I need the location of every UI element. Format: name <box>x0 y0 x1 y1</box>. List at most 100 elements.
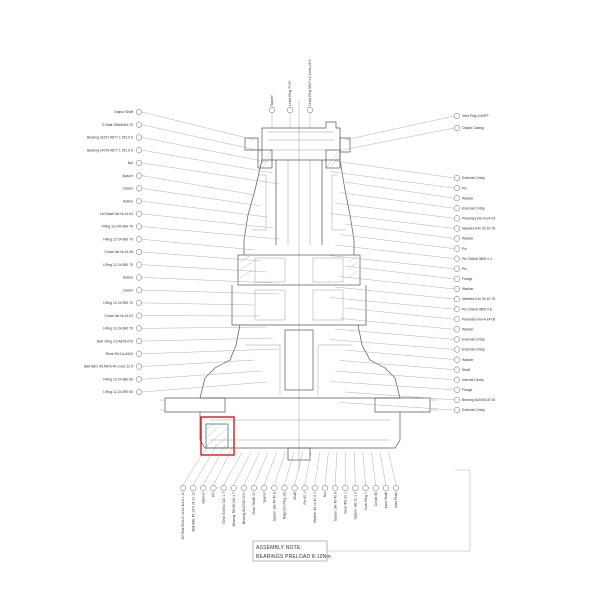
left-callout-label: I-Ring 12-24 890 70 <box>103 237 133 241</box>
bottom-callout-bubble <box>230 484 237 492</box>
right-callout-bubble <box>453 396 461 403</box>
left-callout-bubble <box>135 388 143 396</box>
right-leader-line <box>339 318 455 330</box>
right-callout-bubble <box>453 235 461 242</box>
top-callout-bubble <box>268 106 276 114</box>
seal-detail-highlight <box>200 416 235 456</box>
left-callout-label: O-Seal 288x4084-70 <box>102 123 133 127</box>
right-leader-line <box>344 181 455 199</box>
left-callout-bubble <box>135 325 143 332</box>
left-leader-line <box>141 111 256 141</box>
left-leader-line <box>141 213 274 229</box>
gearbox-cross-section <box>160 100 438 470</box>
bottom-callout-label: Nut <box>323 492 327 497</box>
left-callout-label: I-Ring 12-24 890 60 <box>103 377 133 381</box>
right-callout-bubble <box>453 376 461 383</box>
bottom-callout-bubble <box>372 484 379 492</box>
bottom-callout-bubble <box>220 484 227 492</box>
right-callout-label: External Circlip <box>462 176 485 180</box>
left-callout-label: Bearing 32227 A877.1 251 6 6 <box>87 136 133 140</box>
right-callout-bubble <box>453 112 461 120</box>
right-callout-label: Needles 04x 03 10-75 <box>462 297 495 301</box>
bottom-callout-bubble <box>210 484 217 492</box>
left-callout-bubble <box>135 338 143 345</box>
right-leader-line <box>329 381 455 391</box>
right-callout-label: Bearing 6x2008 00 30 <box>462 398 495 402</box>
left-callout-label: Bearing 14079 A877.1 251 6 6 <box>87 148 133 152</box>
left-callout-label: Output Shaft <box>114 110 133 114</box>
bottom-callout-label: Spacer 18x 20 1 2 <box>354 492 358 520</box>
right-callout-bubble <box>453 316 461 323</box>
right-callout-label: Planetary Ne+A.x4-03 <box>462 217 495 221</box>
left-leader-line <box>141 348 280 355</box>
left-callout-label: Carrier <box>123 288 134 292</box>
right-callout-label: Pin <box>462 186 467 190</box>
right-callout-bubble <box>453 255 461 262</box>
right-leader-line <box>344 349 455 360</box>
left-leader-line <box>141 124 262 152</box>
right-leader-line <box>334 202 455 219</box>
bottom-callout-bubble <box>250 484 258 492</box>
bottom-callout-bubble <box>190 484 197 492</box>
left-callout-bubble <box>135 376 143 383</box>
bottom-leader-line <box>334 451 338 486</box>
bottom-leader-line <box>274 451 286 486</box>
left-callout-bubble <box>135 223 143 230</box>
note-line-2: BEARINGS PRELOAD 8-10Nm <box>256 554 331 560</box>
left-callout-bubble <box>135 134 143 141</box>
right-callout-label: Flange <box>462 388 472 392</box>
left-leader-line <box>141 200 268 218</box>
right-callout-bubble <box>453 185 461 192</box>
right-callout-bubble <box>453 245 461 252</box>
bottom-leader-line <box>192 444 217 486</box>
right-callout-bubble <box>453 366 461 373</box>
left-callout-label: Nut <box>128 161 133 165</box>
left-callout-bubble <box>135 287 143 294</box>
bottom-callout-bubble <box>281 484 288 492</box>
bottom-leader-line <box>223 451 243 486</box>
top-callout-label: Spacer <box>270 94 274 106</box>
right-callout-label: External Circlip <box>462 338 485 342</box>
left-callout-label: I-Ring 12-24 890 70 <box>103 327 133 331</box>
right-callout-label: External Circlip <box>462 408 485 412</box>
bottom-callout-label: Bearing 6x2008 0000 <box>242 492 246 524</box>
bottom-callout-label: Pin <box>212 492 216 497</box>
right-callout-label: Pin Ch8x8 0805 0 8 <box>462 307 492 311</box>
bottom-callout-label: Bearing 78049 240 1 7 <box>232 492 236 526</box>
bottom-callout-bubble <box>311 484 318 492</box>
bottom-callout-label: Oil Seal 90x110 x12x 4x14 x 10 <box>181 492 185 540</box>
right-leader-line <box>339 234 455 249</box>
bottom-leader-line <box>294 451 303 486</box>
bottom-leader-line <box>362 451 366 486</box>
left-callout-label: Spacer <box>122 174 134 178</box>
right-callout-bubble <box>453 195 461 202</box>
bottom-leader-line <box>203 444 226 486</box>
bottom-leader-line <box>314 451 320 486</box>
bottom-leader-line <box>213 444 234 486</box>
left-callout-bubble <box>135 261 143 268</box>
right-callout-bubble <box>453 215 461 222</box>
bottom-callout-label: Input Shaft <box>384 492 388 508</box>
bottom-leader-line <box>284 451 295 486</box>
right-callout-label: External Circlip <box>462 348 485 352</box>
bottom-callout-bubble <box>392 484 400 492</box>
right-callout-bubble <box>453 174 461 182</box>
left-callout-bubble <box>135 210 143 217</box>
right-leader-line <box>334 286 455 300</box>
left-leader-line <box>141 289 280 295</box>
left-leader-line <box>141 175 256 196</box>
right-callout-bubble <box>453 295 461 303</box>
right-callout-label: Pin <box>462 247 467 251</box>
bottom-callout-label: Washer <box>201 491 205 503</box>
left-callout-label: Ltd Wash.Ne+A.x4-04 <box>100 212 133 216</box>
bottom-leader-line <box>371 451 376 486</box>
bottom-callout-label: Spacer 18x 45 40 8 <box>272 492 276 522</box>
left-callout-bubble <box>135 363 143 370</box>
top-callout-bubble <box>306 106 314 114</box>
left-leader-line <box>141 137 268 163</box>
bottom-callout-label: Circlip 45 <box>374 492 378 506</box>
top-callout-label: Lined Ring M60*1.5 Lines 16.9 <box>308 60 312 106</box>
left-callout-bubble <box>135 185 143 192</box>
right-leader-line <box>329 171 455 189</box>
bottom-callout-bubble <box>271 484 278 492</box>
